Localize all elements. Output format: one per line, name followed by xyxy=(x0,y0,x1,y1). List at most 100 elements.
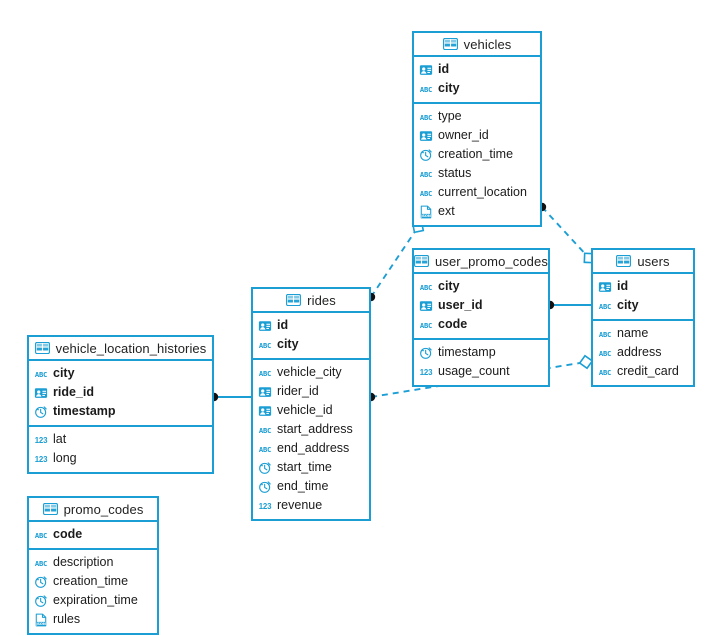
field-row[interactable]: rider_id xyxy=(253,382,369,401)
id-card-icon xyxy=(419,63,433,77)
field-row[interactable]: end_time xyxy=(253,477,369,496)
table-name: user_promo_codes xyxy=(435,253,548,269)
svg-text:ABC: ABC xyxy=(420,282,432,291)
clock-icon xyxy=(258,480,272,494)
svg-text:123: 123 xyxy=(259,502,272,511)
svg-text:ABC: ABC xyxy=(420,112,432,121)
svg-text:ABC: ABC xyxy=(599,367,611,376)
field-name: owner_id xyxy=(438,128,489,143)
clock-icon xyxy=(34,575,48,589)
field-name: start_address xyxy=(277,422,353,437)
field-row[interactable]: start_time xyxy=(253,458,369,477)
svg-text:ABC: ABC xyxy=(599,329,611,338)
svg-text:ABC: ABC xyxy=(35,369,47,378)
field-name: vehicle_id xyxy=(277,403,333,418)
field-row[interactable]: expiration_time xyxy=(29,591,157,610)
abc-icon: ABC xyxy=(34,367,48,381)
relationship-upc-users[interactable] xyxy=(545,300,591,310)
svg-text:123: 123 xyxy=(35,436,48,445)
field-name: usage_count xyxy=(438,364,510,379)
field-name: type xyxy=(438,109,462,124)
field-row[interactable]: ABC status xyxy=(414,164,540,183)
id-card-icon xyxy=(598,280,612,294)
field-row[interactable]: id xyxy=(414,60,540,79)
field-name: end_time xyxy=(277,479,329,494)
field-name: code xyxy=(438,317,468,332)
field-name: creation_time xyxy=(438,147,514,162)
field-row[interactable]: ride_id xyxy=(29,383,212,402)
field-row[interactable]: timestamp xyxy=(414,343,548,362)
svg-text:ABC: ABC xyxy=(259,340,271,349)
table-header[interactable]: vehicles xyxy=(414,33,540,57)
table-header[interactable]: rides xyxy=(253,289,369,313)
field-row[interactable]: ABC city xyxy=(29,364,212,383)
table-icon xyxy=(414,255,430,267)
abc-icon: ABC xyxy=(598,365,612,379)
field-name: status xyxy=(438,166,472,181)
field-row[interactable]: vehicle_id xyxy=(253,401,369,420)
table-name: vehicle_location_histories xyxy=(55,340,207,356)
relationship-vlh-rides[interactable] xyxy=(209,392,251,402)
field-row[interactable]: id xyxy=(253,316,369,335)
table-header[interactable]: user_promo_codes xyxy=(414,250,548,274)
field-row[interactable]: user_id xyxy=(414,296,548,315)
clock-icon xyxy=(419,346,433,360)
field-row[interactable]: id xyxy=(593,277,693,296)
field-row[interactable]: timestamp xyxy=(29,402,212,421)
primary-key-section: ABC city ride_id timestamp xyxy=(29,361,212,427)
field-row[interactable]: owner_id xyxy=(414,126,540,145)
clock-icon xyxy=(34,405,48,419)
edge-line xyxy=(370,226,419,298)
table-header[interactable]: vehicle_location_histories xyxy=(29,337,212,361)
field-row[interactable]: ABC city xyxy=(414,277,548,296)
field-name: address xyxy=(617,345,662,360)
id-card-icon xyxy=(419,129,433,143)
field-name: timestamp xyxy=(53,404,116,419)
field-name: city xyxy=(438,279,460,294)
field-row[interactable]: ABC type xyxy=(414,107,540,126)
field-name: city xyxy=(277,337,299,352)
field-name: city xyxy=(53,366,75,381)
abc-icon: ABC xyxy=(598,327,612,341)
field-name: start_time xyxy=(277,460,332,475)
clock-icon xyxy=(419,148,433,162)
field-row[interactable]: creation_time xyxy=(414,145,540,164)
table-header[interactable]: promo_codes xyxy=(29,498,157,522)
svg-text:ABC: ABC xyxy=(420,169,432,178)
table-icon xyxy=(286,294,302,306)
field-row[interactable]: ABC code xyxy=(414,315,548,334)
field-row[interactable]: ABC city xyxy=(253,335,369,354)
number-icon: 123 xyxy=(34,433,48,447)
table-header[interactable]: users xyxy=(593,250,693,274)
table-icon xyxy=(34,342,50,354)
field-row[interactable]: creation_time xyxy=(29,572,157,591)
abc-icon: ABC xyxy=(419,318,433,332)
field-name: id xyxy=(617,279,629,294)
field-name: id xyxy=(438,62,450,77)
